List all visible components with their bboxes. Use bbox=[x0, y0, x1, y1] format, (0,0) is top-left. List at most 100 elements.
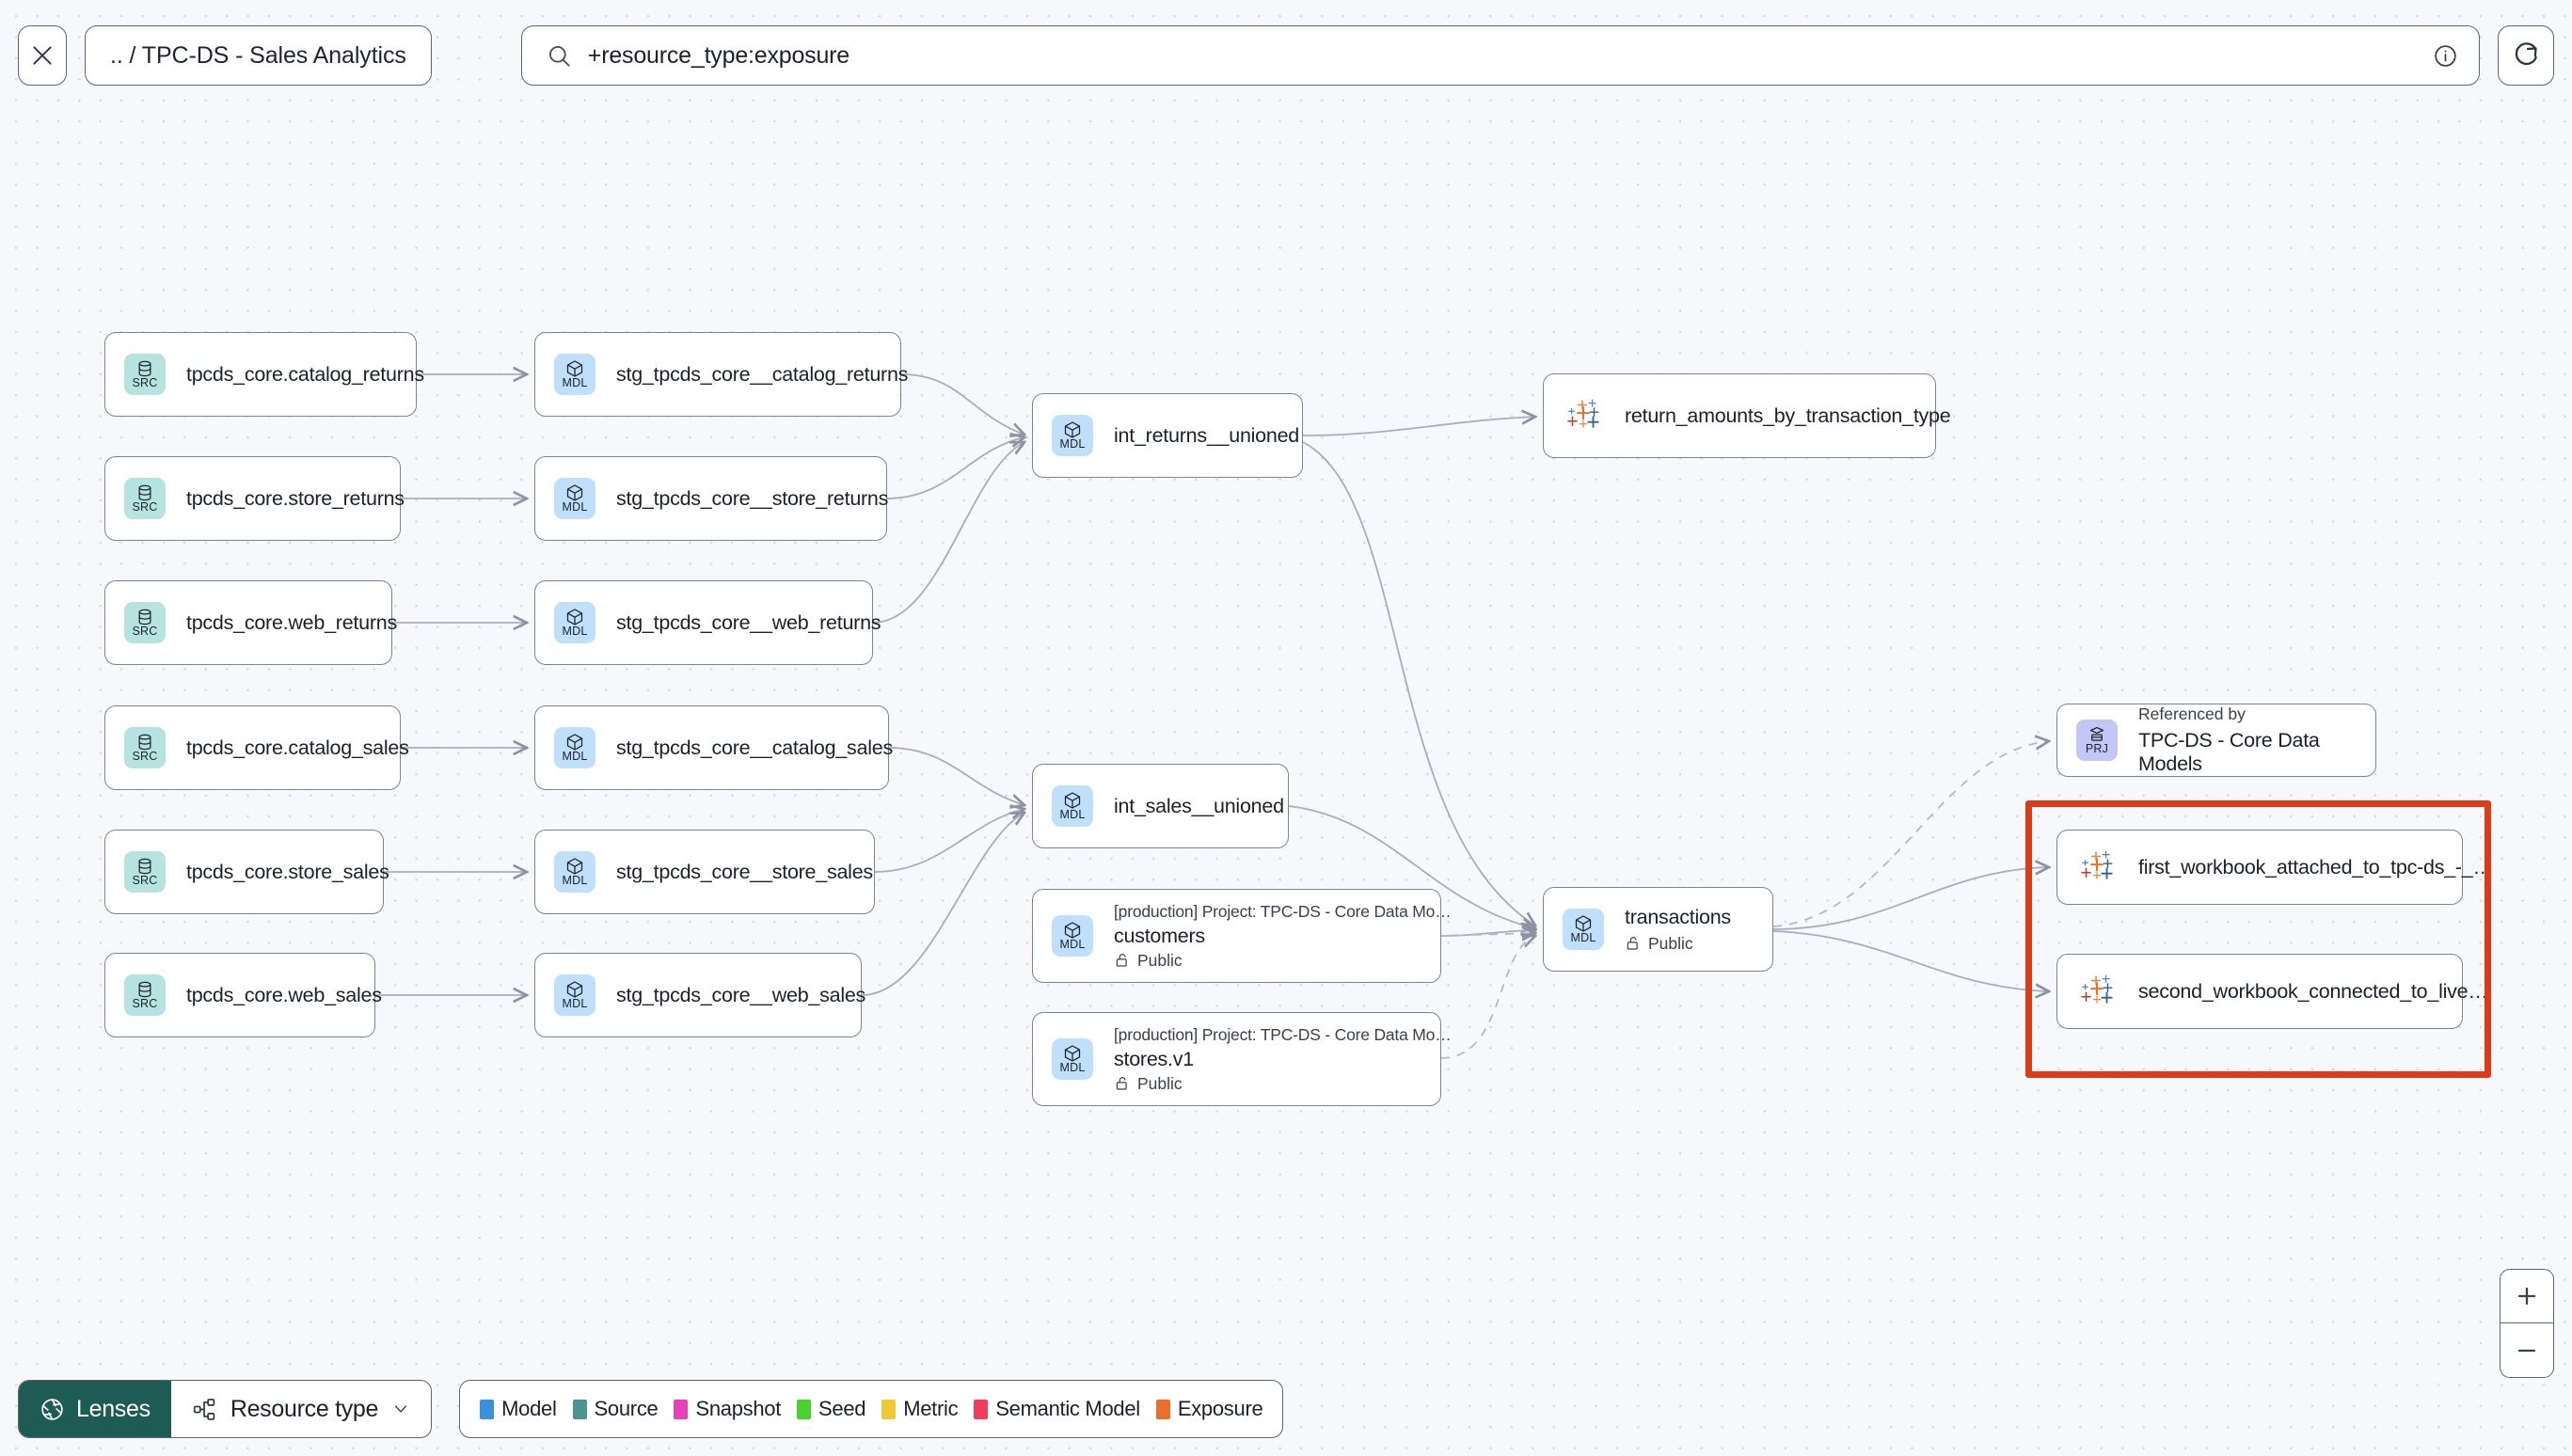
hierarchy-icon bbox=[193, 1398, 215, 1420]
badge-mdl: MDL bbox=[554, 354, 595, 395]
graph-node-stores_v1[interactable]: MDL[production] Project: TPC-DS - Core D… bbox=[1032, 1012, 1452, 1106]
badge-src: SRC bbox=[124, 727, 166, 768]
exposure-tableau-icon bbox=[2081, 974, 2113, 1004]
node-label: stg_tpcds_core__catalog_sales bbox=[616, 736, 893, 759]
node-label: int_sales__unioned bbox=[1114, 794, 1284, 817]
resource-type-dropdown[interactable]: Resource type bbox=[171, 1381, 431, 1437]
node-label: tpcds_core.web_returns bbox=[186, 610, 397, 634]
legend-label: Snapshot bbox=[695, 1397, 782, 1420]
node-label: stg_tpcds_core__web_sales bbox=[616, 983, 866, 1006]
legend-item-model[interactable]: Model bbox=[480, 1397, 557, 1421]
database-icon bbox=[138, 360, 151, 377]
legend-swatch bbox=[1155, 1399, 1170, 1419]
graph-node-int_returns_unioned[interactable]: MDL int_returns__unioned bbox=[1032, 393, 1303, 478]
legend-label: Source bbox=[594, 1397, 659, 1420]
database-icon bbox=[138, 609, 151, 625]
node-label: tpcds_core.catalog_returns bbox=[186, 362, 424, 386]
cube-icon bbox=[1064, 792, 1081, 809]
badge-src: SRC bbox=[124, 602, 166, 643]
refresh-button[interactable] bbox=[2498, 25, 2554, 86]
search-input[interactable]: +resource_type:exposure bbox=[587, 41, 850, 69]
badge-exposure bbox=[2076, 971, 2118, 1012]
badge-mdl: MDL bbox=[554, 851, 595, 893]
cube-icon bbox=[566, 981, 583, 998]
search-bar[interactable]: +resource_type:exposure bbox=[520, 25, 2480, 86]
node-label: TPC-DS - Core Data Models bbox=[2138, 729, 2320, 775]
graph-node-customers[interactable]: MDL[production] Project: TPC-DS - Core D… bbox=[1032, 889, 1452, 983]
graph-node-exp_first_workbook[interactable]: first_workbook_attached_to_tpc-ds_-_… bbox=[2056, 830, 2493, 905]
graph-node-src_store_sales[interactable]: SRC tpcds_core.store_sales bbox=[104, 830, 389, 914]
node-privacy: Public bbox=[1114, 951, 1452, 971]
node-label: tpcds_core.store_sales bbox=[186, 860, 389, 883]
node-label: tpcds_core.store_returns bbox=[186, 486, 405, 510]
cube-icon bbox=[566, 734, 583, 751]
legend-swatch bbox=[881, 1399, 897, 1419]
legend-swatch bbox=[480, 1399, 495, 1419]
breadcrumb-label: .. / TPC-DS - Sales Analytics bbox=[110, 41, 406, 69]
legend-item-metric[interactable]: Metric bbox=[881, 1397, 959, 1421]
node-ref-label: Referenced by bbox=[2138, 704, 2246, 723]
legend-item-source[interactable]: Source bbox=[572, 1397, 659, 1421]
badge-src: SRC bbox=[124, 478, 166, 519]
badge-mdl: MDL bbox=[1052, 415, 1093, 456]
graph-node-stg_catalog_sales[interactable]: MDL stg_tpcds_core__catalog_sales bbox=[534, 705, 893, 790]
refresh-icon bbox=[2515, 42, 2537, 66]
legend-label: Model bbox=[501, 1397, 557, 1420]
badge-mdl: MDL bbox=[1052, 1038, 1093, 1080]
top-toolbar: .. / TPC-DS - Sales Analytics +resource_… bbox=[0, 0, 2572, 111]
legend-swatch bbox=[572, 1399, 587, 1419]
badge-src: SRC bbox=[124, 851, 166, 893]
legend: Model Source Snapshot Seed Metric Semantic Mo… bbox=[459, 1380, 1284, 1438]
breadcrumb[interactable]: .. / TPC-DS - Sales Analytics bbox=[85, 25, 432, 86]
graph-node-src_store_returns[interactable]: SRC tpcds_core.store_returns bbox=[104, 456, 405, 541]
graph-node-exp_second_workbook[interactable]: second_workbook_connected_to_live… bbox=[2056, 954, 2488, 1029]
cube-icon bbox=[1575, 915, 1592, 932]
badge-mdl: MDL bbox=[554, 727, 595, 768]
legend-item-seed[interactable]: Seed bbox=[797, 1397, 866, 1421]
lenses-button[interactable]: Lenses bbox=[19, 1381, 171, 1437]
database-icon bbox=[138, 484, 151, 501]
node-label: stg_tpcds_core__web_returns bbox=[616, 610, 881, 634]
badge-prj: PRJ bbox=[2076, 720, 2118, 761]
info-circle-icon[interactable] bbox=[2433, 43, 2458, 69]
database-icon bbox=[138, 981, 151, 998]
graph-node-referenced_by_prj[interactable]: PRJ Referenced by TPC-DS - Core Data Model… bbox=[2056, 704, 2376, 777]
cube-icon bbox=[1064, 421, 1081, 438]
node-label: second_workbook_connected_to_live… bbox=[2138, 979, 2488, 1003]
legend-item-semantic-model[interactable]: Semantic Model bbox=[974, 1397, 1140, 1421]
node-project: [production] Project: TPC-DS - Core Data… bbox=[1114, 901, 1452, 921]
badge-mdl: MDL bbox=[1563, 909, 1604, 950]
legend-label: Metric bbox=[903, 1397, 959, 1420]
legend-item-snapshot[interactable]: Snapshot bbox=[674, 1397, 781, 1421]
zoom-in-button[interactable] bbox=[2501, 1270, 2553, 1323]
node-label: int_returns__unioned bbox=[1114, 423, 1300, 447]
close-button[interactable] bbox=[18, 25, 67, 86]
node-label: first_workbook_attached_to_tpc-ds_-_… bbox=[2138, 855, 2493, 878]
node-label: tpcds_core.catalog_sales bbox=[186, 736, 409, 759]
badge-exposure bbox=[2076, 847, 2118, 888]
zoom-out-button[interactable] bbox=[2501, 1323, 2553, 1377]
legend-label: Exposure bbox=[1177, 1397, 1263, 1420]
lenses-label: Lenses bbox=[76, 1395, 151, 1422]
legend-item-exposure[interactable]: Exposure bbox=[1155, 1397, 1263, 1421]
graph-node-stg_web_returns[interactable]: MDL stg_tpcds_core__web_returns bbox=[534, 580, 881, 665]
graph-node-src_web_returns[interactable]: SRC tpcds_core.web_returns bbox=[104, 580, 397, 665]
chevron-down-icon bbox=[395, 1405, 407, 1413]
badge-mdl: MDL bbox=[554, 602, 595, 643]
cube-icon bbox=[566, 858, 583, 875]
node-label: customers bbox=[1114, 924, 1205, 947]
legend-label: Seed bbox=[818, 1397, 866, 1420]
graph-node-src_catalog_sales[interactable]: SRC tpcds_core.catalog_sales bbox=[104, 705, 409, 790]
graph-node-return_amounts[interactable]: return_amounts_by_transaction_type bbox=[1543, 373, 1951, 458]
lock-open-icon bbox=[1116, 1077, 1127, 1090]
legend-swatch bbox=[674, 1399, 689, 1419]
